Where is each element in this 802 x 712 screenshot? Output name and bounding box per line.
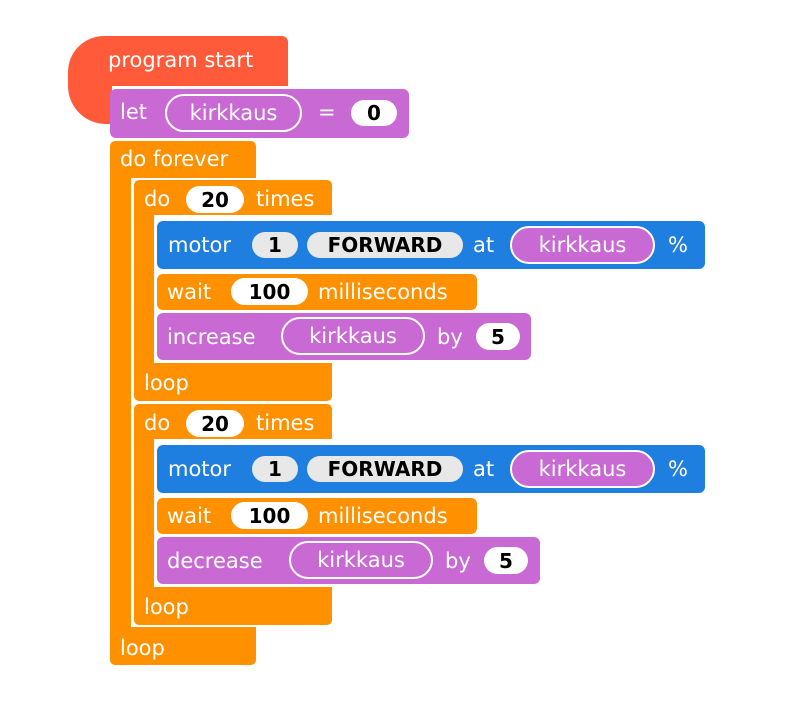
program-start-tab (68, 84, 112, 124)
variable-reporter[interactable]: kirkkaus (510, 450, 655, 488)
motor-label: motor (168, 233, 232, 257)
let-label: let (120, 100, 147, 124)
repeat-times-label: times (256, 411, 315, 435)
variable-reporter[interactable]: kirkkaus (281, 317, 425, 355)
repeat-count-input[interactable]: 20 (186, 410, 244, 437)
change-value-input[interactable]: 5 (476, 323, 520, 350)
motor-at-label: at (473, 233, 495, 257)
repeat-do-label: do (144, 411, 171, 435)
milliseconds-label: milliseconds (318, 504, 448, 528)
by-label: by (437, 325, 463, 349)
variable-reporter[interactable]: kirkkaus (289, 541, 433, 579)
equals-label: = (318, 100, 336, 124)
motor-label: motor (168, 457, 232, 481)
motor-percent-label: % (668, 233, 688, 257)
wait-value-input[interactable]: 100 (231, 278, 308, 305)
motor-number-input[interactable]: 1 (252, 456, 298, 482)
motor-number-input[interactable]: 1 (252, 232, 298, 258)
milliseconds-label: milliseconds (318, 280, 448, 304)
motor-percent-label: % (668, 457, 688, 481)
wait-label: wait (167, 280, 212, 304)
motor-direction-dropdown[interactable]: FORWARD (307, 456, 463, 482)
repeat-times-label: times (256, 187, 315, 211)
wait-block[interactable] (157, 274, 477, 310)
repeat-end-label: loop (144, 595, 189, 619)
variable-reporter[interactable]: kirkkaus (165, 94, 302, 132)
wait-label: wait (167, 504, 212, 528)
program-start-label: program start (108, 48, 254, 72)
variable-reporter[interactable]: kirkkaus (510, 226, 655, 264)
change-value-input[interactable]: 5 (484, 547, 528, 574)
motor-at-label: at (473, 457, 495, 481)
wait-block[interactable] (157, 498, 477, 534)
motor-direction-dropdown[interactable]: FORWARD (307, 232, 463, 258)
program-start-block[interactable] (68, 36, 288, 86)
repeat-do-label: do (144, 187, 171, 211)
forever-label: do forever (120, 147, 229, 171)
forever-end-label: loop (120, 636, 165, 660)
increase-label: increase (167, 325, 256, 349)
repeat-end-label: loop (144, 371, 189, 395)
repeat-count-input[interactable]: 20 (186, 186, 244, 213)
number-input[interactable]: 0 (351, 100, 397, 126)
by-label: by (445, 549, 471, 573)
decrease-label: decrease (167, 549, 263, 573)
wait-value-input[interactable]: 100 (231, 502, 308, 529)
